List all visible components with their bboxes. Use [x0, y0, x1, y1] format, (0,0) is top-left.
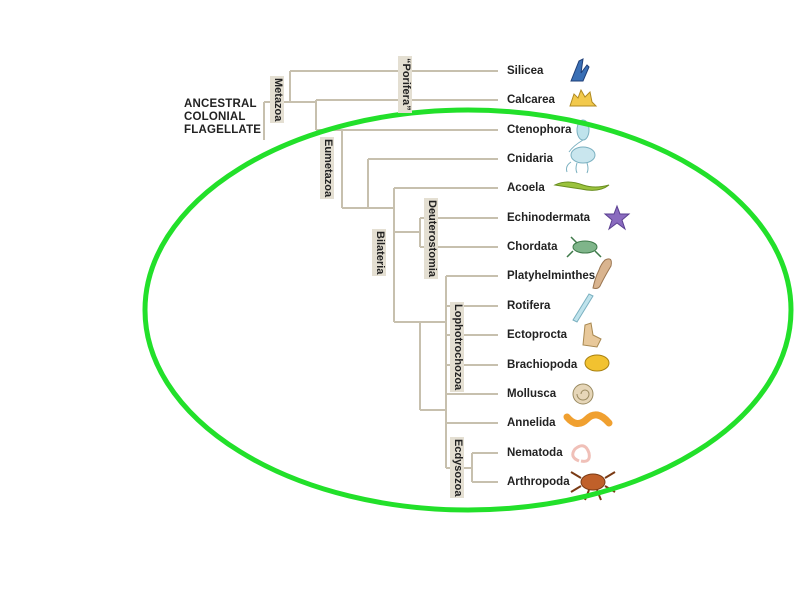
crab-icon: [570, 471, 616, 501]
acoel-worm-icon: [553, 181, 610, 191]
jellyfish-icon: [566, 146, 596, 174]
bryozoan-icon: [582, 322, 602, 348]
clade-label-porifera: “Porifera”: [398, 56, 412, 113]
clade-label-ecdysozoa: Ecdysozoa: [450, 437, 464, 499]
highlight-ellipse: [142, 107, 794, 513]
roundworm-icon: [571, 444, 591, 463]
frog-icon: [566, 236, 602, 258]
taxon-label-annelida: Annelida: [507, 417, 556, 429]
taxon-label-calcarea: Calcarea: [507, 94, 555, 106]
sponge-icon: [570, 58, 590, 82]
taxon-label-nematoda: Nematoda: [507, 447, 563, 459]
root-label-line-3: FLAGELLATE: [184, 124, 262, 136]
taxon-label-ectoprocta: Ectoprocta: [507, 329, 568, 341]
taxon-label-platyhelminthes: Platyhelminthes: [507, 270, 596, 282]
root-label-line-2: COLONIAL: [184, 111, 246, 123]
taxon-label-brachiopoda: Brachiopoda: [507, 359, 578, 371]
segmented-worm-icon: [563, 411, 613, 427]
clade-label-bilateria: Bilateria: [372, 229, 386, 277]
taxon-label-cnidaria: Cnidaria: [507, 153, 554, 165]
lamp-shell-icon: [584, 354, 610, 372]
tree-branches: [263, 70, 498, 483]
clade-label-eumetazoa: Eumetazoa: [320, 137, 334, 200]
taxon-label-silicea: Silicea: [507, 65, 544, 77]
taxon-label-acoela: Acoela: [507, 182, 545, 194]
organism-icons: [553, 58, 631, 501]
clade-label-metazoa: Metazoa: [270, 76, 284, 124]
taxon-label-mollusca: Mollusca: [507, 388, 557, 400]
snail-icon: [572, 383, 594, 405]
rotifer-icon: [572, 293, 594, 323]
flatworm-icon: [592, 258, 612, 289]
root-label: ANCESTRAL COLONIAL FLAGELLATE: [184, 98, 261, 137]
taxon-label-arthropoda: Arthropoda: [507, 476, 570, 488]
clade-label-deuterostomia: Deuterostomia: [424, 198, 438, 280]
clade-label-lophotrochozoa: Lophotrochozoa: [450, 302, 464, 393]
sea-star-icon: [603, 204, 631, 231]
taxon-label-echinodermata: Echinodermata: [507, 212, 591, 224]
taxon-label-rotifera: Rotifera: [507, 300, 551, 312]
taxon-label-ctenophora: Ctenophora: [507, 124, 572, 136]
calcareous-sponge-icon: [569, 88, 598, 107]
taxon-label-chordata: Chordata: [507, 241, 558, 253]
root-label-line-1: ANCESTRAL: [184, 98, 257, 110]
